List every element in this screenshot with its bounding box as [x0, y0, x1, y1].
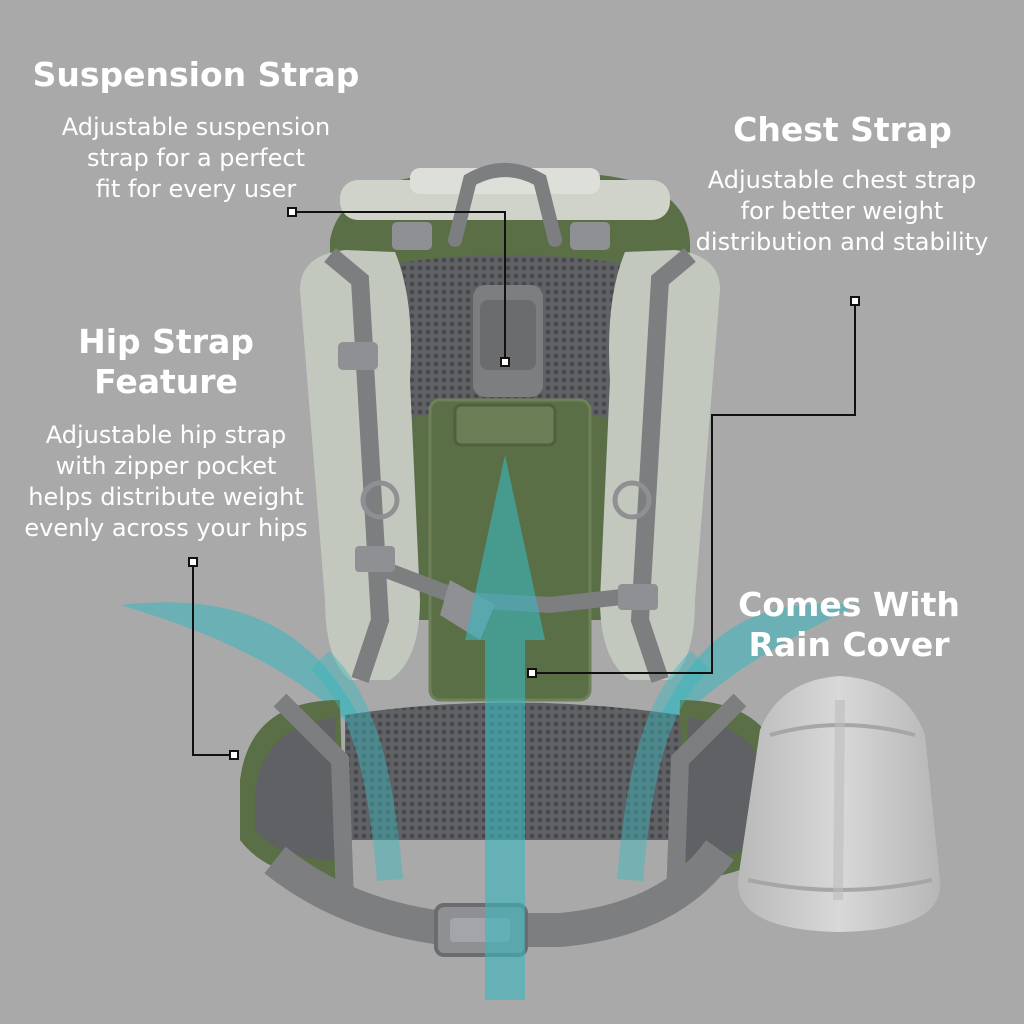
hip-strap-title: Hip Strap Feature — [30, 322, 302, 402]
airflow-arrow — [465, 455, 545, 1000]
description-line: with zipper pocket — [55, 452, 277, 480]
description-line: helps distribute weight — [28, 483, 304, 511]
callout-leader-lines — [192, 211, 856, 756]
title-line: Hip Strap — [78, 322, 254, 361]
title-line: Feature — [94, 362, 238, 401]
description-line: for better weight — [740, 197, 944, 225]
suspension-strap-title: Suspension Strap — [32, 55, 360, 94]
description-line: distribution and stability — [695, 228, 989, 256]
hip-strap-description: Adjustable hip strap with zipper pocket … — [6, 420, 326, 544]
airflow-swoosh-left — [120, 602, 380, 760]
rain-cover-title: Comes With Rain Cover — [720, 585, 978, 665]
callout-markers — [188, 207, 860, 760]
chest-leader-line — [532, 301, 856, 674]
suspension-strap-description: Adjustable suspension strap for a perfec… — [30, 112, 362, 205]
description-line: Adjustable hip strap — [45, 421, 287, 449]
title-line: Rain Cover — [748, 625, 950, 664]
rain-cover-image — [737, 676, 941, 932]
description-line: Adjustable suspension — [61, 113, 331, 141]
description-line: fit for every user — [95, 175, 297, 203]
description-line: evenly across your hips — [24, 514, 308, 542]
airflow-swoosh-right — [640, 603, 860, 760]
title-line: Comes With — [738, 585, 960, 624]
suspension-leader-line — [292, 211, 506, 362]
chest-strap-description: Adjustable chest strap for better weight… — [672, 165, 1012, 258]
chest-strap-title: Chest Strap — [733, 110, 952, 149]
description-line: strap for a perfect — [86, 144, 305, 172]
hip-leader-line — [192, 562, 234, 756]
description-line: Adjustable chest strap — [707, 166, 977, 194]
